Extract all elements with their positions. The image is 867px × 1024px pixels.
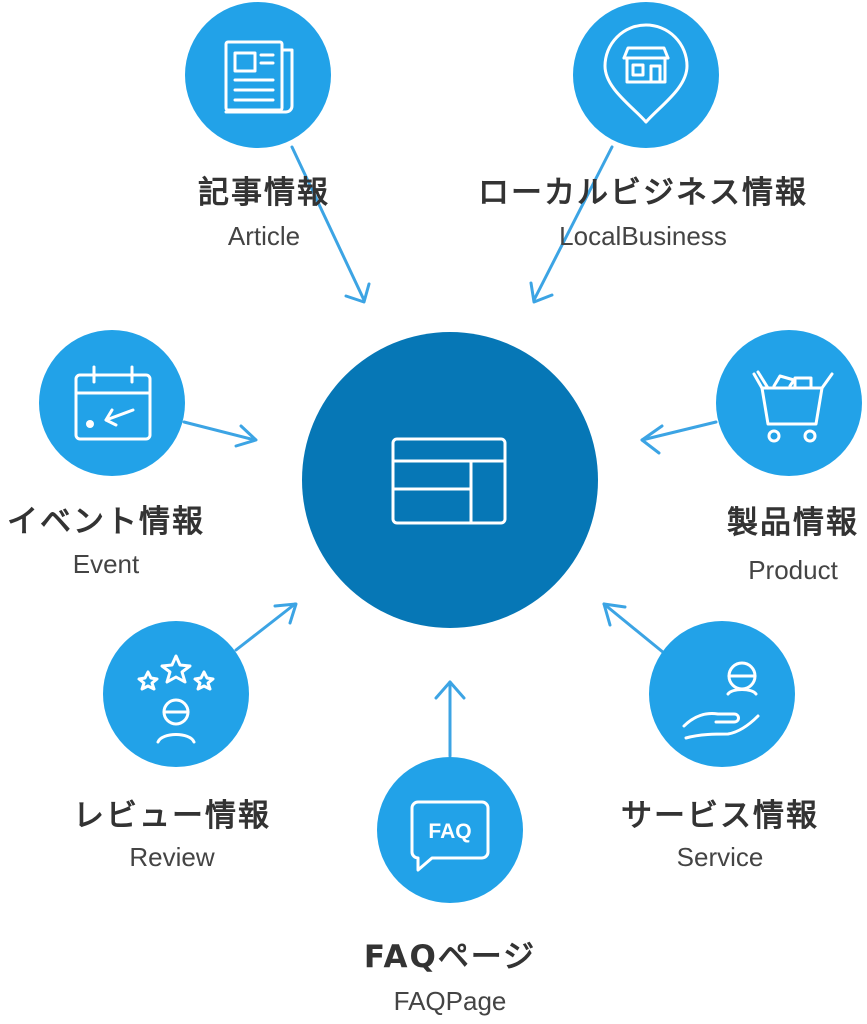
node-review-label-ja: レビュー情報 <box>73 798 271 834</box>
node-localbusiness <box>573 2 719 148</box>
connector-service <box>602 602 666 655</box>
faq-speech-bubble-icon: FAQ <box>410 800 490 872</box>
node-service-label-ja: サービス情報 <box>621 798 819 834</box>
hand-service-icon <box>682 661 760 740</box>
node-faqpage-label-ja: FAQページ <box>364 939 536 975</box>
node-event <box>39 330 185 476</box>
store-location-pin-icon <box>603 23 689 124</box>
node-article-label-ja: 記事情報 <box>198 175 330 211</box>
node-service-label-en: Service <box>677 842 764 872</box>
node-event-label-ja: イベント情報 <box>7 504 205 540</box>
node-product-label-en: Product <box>748 555 838 585</box>
stars-person-icon <box>137 654 215 744</box>
faq-icon-text: FAQ <box>428 820 471 843</box>
node-localbusiness-label-ja: ローカルビジネス情報 <box>478 175 808 211</box>
node-faqpage-label-en: FAQPage <box>394 986 507 1016</box>
connector-product <box>640 420 718 455</box>
node-faqpage: FAQ <box>377 757 523 903</box>
shopping-cart-icon <box>752 370 834 443</box>
connector-faqpage <box>434 680 466 758</box>
connector-review <box>234 602 298 652</box>
connector-event <box>182 420 258 448</box>
node-localbusiness-label-en: LocalBusiness <box>559 221 727 251</box>
node-service <box>649 621 795 767</box>
node-product-label-ja: 製品情報 <box>727 505 859 541</box>
hub-node <box>302 332 598 628</box>
node-article-label-en: Article <box>228 221 300 251</box>
connector-localbusiness <box>529 145 614 304</box>
webpage-layout-icon <box>391 437 507 525</box>
node-review-label-en: Review <box>129 842 214 872</box>
calendar-icon <box>74 365 152 441</box>
node-event-label-en: Event <box>73 549 140 579</box>
node-review <box>103 621 249 767</box>
connector-article <box>290 145 371 304</box>
node-product <box>716 330 862 476</box>
node-article <box>185 2 331 148</box>
newspaper-icon <box>224 40 294 114</box>
